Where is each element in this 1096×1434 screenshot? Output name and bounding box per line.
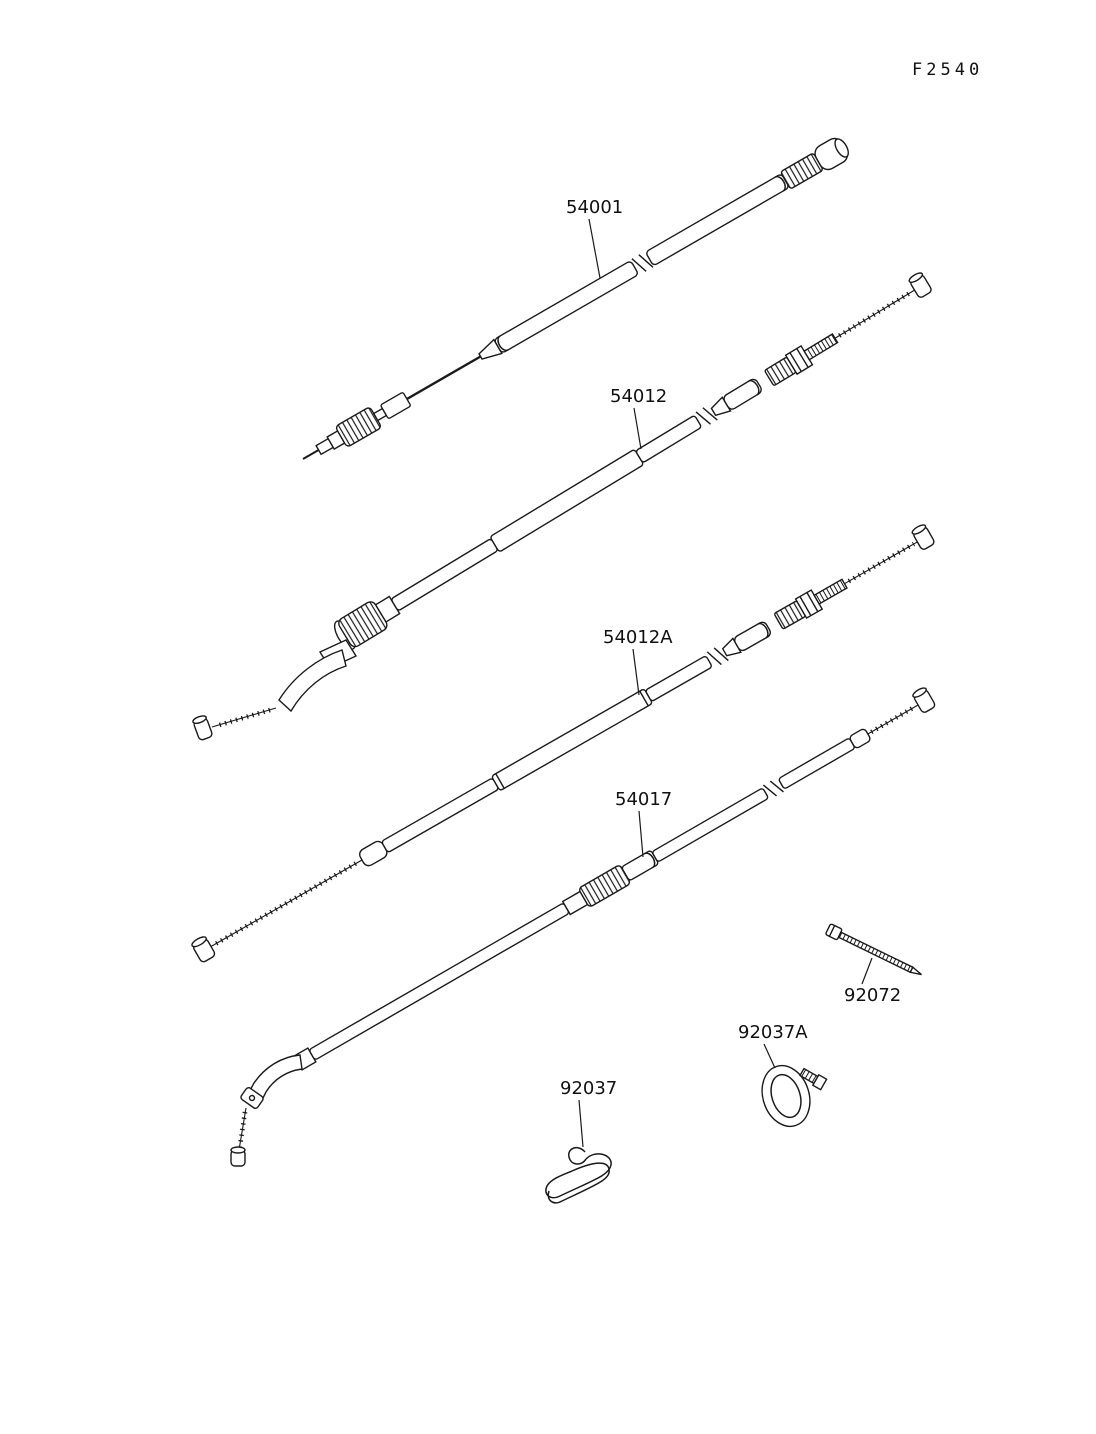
- tie-92072-drawing: [825, 923, 922, 976]
- cable-54001-drawing: [302, 137, 849, 460]
- leader-54012a: [632, 648, 640, 696]
- label-54001: 54001: [566, 197, 623, 218]
- leader-54012: [633, 407, 642, 450]
- leader-54001: [588, 218, 601, 279]
- cable-54017-end: [230, 1054, 303, 1167]
- label-92072: 92072: [844, 985, 901, 1006]
- page-code: F2540: [912, 60, 983, 80]
- leader-54017: [638, 810, 644, 858]
- cable-54017-drawing: [293, 687, 936, 1071]
- leader-92072: [861, 957, 873, 985]
- cable-54012-hook: [192, 639, 358, 741]
- leader-92037a: [763, 1043, 776, 1069]
- label-92037a: 92037A: [738, 1022, 808, 1043]
- label-54012: 54012: [610, 386, 667, 407]
- cable-54012-drawing: [333, 272, 932, 650]
- label-54017: 54017: [615, 789, 672, 810]
- clamp-92037a-drawing: [761, 1064, 828, 1128]
- label-54012a: 54012A: [603, 627, 673, 648]
- cable-54012a-drawing: [191, 524, 935, 963]
- clip-92037-drawing: [545, 1146, 612, 1204]
- label-92037: 92037: [560, 1078, 617, 1099]
- leader-92037: [578, 1099, 584, 1148]
